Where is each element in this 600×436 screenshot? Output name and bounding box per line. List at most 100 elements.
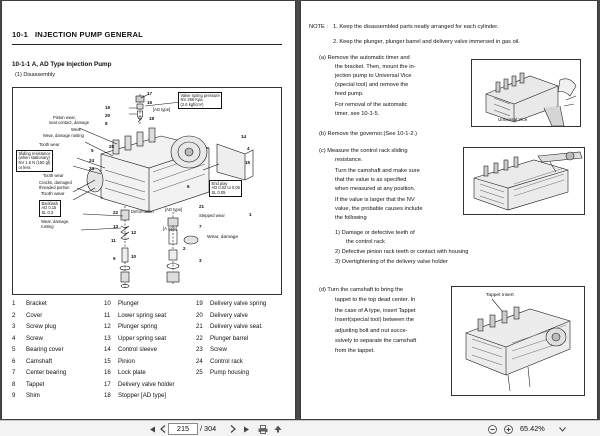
part-number: 22: [196, 334, 203, 342]
part-number-2: 2: [183, 246, 186, 251]
zoom-level[interactable]: 65.42%: [520, 424, 545, 433]
step-a-line-6: For removal of the automatic: [335, 102, 408, 108]
part-number: 9: [12, 392, 16, 399]
part-name: Screw: [210, 346, 227, 353]
part-number: 21: [196, 323, 203, 330]
zoom-dropdown-button[interactable]: [556, 421, 568, 436]
note-item-1: 1. Keep the disassembled parts neatly ar…: [333, 24, 499, 30]
cause-3: 3) Overtightening of the delivery valve …: [335, 259, 448, 265]
part-number-18: 18: [149, 116, 155, 121]
exploded-diagram: Piston wear, seat contact, damage Wear W…: [12, 87, 282, 295]
universal-vice-photo: Universal Vice: [471, 59, 581, 127]
viewer-toolbar: 215 / 304 65.42%: [0, 420, 600, 436]
tool-button[interactable]: [272, 421, 284, 436]
step-c-line-7: value, the probable causes include: [335, 206, 423, 212]
part-number: 15: [104, 357, 111, 365]
step-a-line-1: (a) Remove the automatic timer and: [319, 55, 410, 61]
part-number-23: 23: [89, 166, 95, 171]
cause-1-line-1: 1) Damage or defective teeth of: [335, 230, 415, 236]
part-number: 6: [12, 357, 16, 365]
previous-page-button[interactable]: [146, 421, 158, 436]
sliding-resistance-box: Sliding resistance (when stationary) NV …: [16, 150, 54, 172]
part-number-9: 9: [113, 256, 116, 261]
next-section-button[interactable]: [228, 421, 238, 436]
backlash-line-2: AD 0.15: [41, 205, 57, 211]
step-d-line-6: ssively to separate the camshaft: [335, 338, 417, 344]
step-d-line-1: (d) Turn the camshaft to bring the: [319, 287, 404, 293]
parts-list-item: 1 Bracket: [12, 300, 47, 307]
universal-vice-caption: Universal Vice: [498, 117, 528, 122]
previous-section-button[interactable]: [158, 421, 168, 436]
heading-rule: [12, 44, 282, 45]
part-name: Screw plug: [26, 323, 57, 330]
arrow-right-icon: [243, 426, 250, 433]
part-number: 12: [104, 323, 111, 330]
zoom-in-button[interactable]: [502, 421, 514, 436]
part-number: 23: [196, 346, 203, 353]
part-number-11: 11: [111, 238, 116, 243]
step-d-line-4: Insert(special tool) between the: [335, 317, 415, 323]
chevron-left-icon: [160, 425, 166, 433]
callout-stepped-wear: Stepped wear: [199, 213, 225, 218]
page-number-input[interactable]: 215: [168, 423, 198, 435]
part-number-3: 3: [199, 258, 202, 263]
next-page-button[interactable]: [240, 421, 252, 436]
tappet-insert-illustration: [465, 298, 571, 392]
part-number: 17: [104, 380, 111, 388]
step-a-line-4: (special tool) and remove the: [335, 82, 409, 88]
section-heading: 10-1 INJECTION PUMP GENERAL: [12, 30, 143, 39]
part-number-5: 5: [91, 148, 94, 153]
part-name: Shim: [26, 392, 40, 399]
callout-seat-contact: seat contact, damage: [49, 120, 90, 125]
sliding-resistance-photo: [463, 147, 585, 215]
print-button[interactable]: [256, 421, 270, 436]
part-number: 10: [104, 300, 111, 307]
part-name: Bearing cover: [26, 346, 64, 353]
step-a-line-7: timer, see 10-1-5.: [335, 111, 380, 117]
step-c-line-8: the following: [335, 215, 367, 221]
part-name: Pump housing: [210, 369, 249, 376]
callout-wear-damage: Wear, damage: [207, 235, 239, 240]
part-number-13: 13: [113, 224, 119, 229]
part-number-8: 8: [105, 121, 108, 126]
callout-piston-wear: Piston wear,: [53, 115, 76, 120]
arrow-up-icon: [274, 425, 282, 433]
part-number: 8: [12, 380, 16, 388]
chevron-down-icon: [558, 426, 566, 432]
part-number: 7: [12, 369, 16, 376]
step-a-line-2: the bracket. Then, mount the in-: [335, 64, 416, 70]
tappet-insert-caption: Tappet Insert: [486, 293, 514, 298]
part-name: Pinion: [118, 357, 135, 365]
valve-spring-line-2: NV 256 Kpa: [180, 97, 203, 103]
parts-list-item: 23 Screw: [196, 346, 227, 353]
part-name: Screw: [26, 334, 43, 342]
step-c-line-2: resistance.: [335, 157, 363, 163]
part-number: 18: [104, 392, 111, 399]
callout-cracks: Cracks, damaged: [39, 180, 72, 185]
part-name: Bracket: [26, 300, 47, 307]
callout-wear-damage-rusting: Wear, damage rusting: [43, 133, 84, 138]
step-c-line-3: Turn the camshaft and make sure: [335, 168, 420, 174]
part-number: 1: [12, 300, 16, 307]
zoom-out-button[interactable]: [486, 421, 498, 436]
printer-icon: [258, 424, 268, 434]
part-number-10: 10: [131, 254, 137, 259]
plus-icon: [503, 424, 513, 434]
end-play-box: End play AD 0.02 to 0.06 SL 0.05: [209, 180, 243, 198]
end-play-line-1: End play: [211, 180, 228, 186]
step-a-line-5: feed pump.: [335, 91, 364, 97]
step-d-line-3: the case of A type, insert Tappet: [335, 308, 416, 314]
part-name: Control sleeve: [118, 346, 157, 353]
cause-1-line-2: the control rack: [346, 239, 385, 245]
pump-drawing: [72, 93, 254, 288]
minus-icon: [487, 424, 497, 434]
part-name: Control rack: [210, 357, 243, 365]
callout-wear-damage-rusting-2a: Wear, damage,: [41, 219, 70, 224]
step-d-line-7: from the tappet.: [335, 348, 375, 354]
